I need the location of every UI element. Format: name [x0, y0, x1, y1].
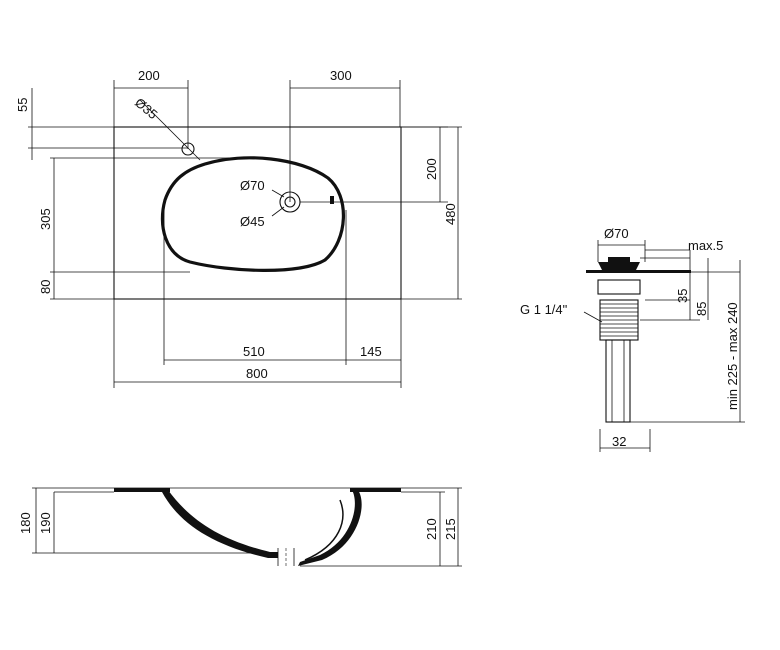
dim-800: 800 — [246, 366, 268, 381]
dim-210: 210 — [424, 518, 439, 540]
dim-180: 180 — [18, 512, 33, 534]
basin-outline — [160, 156, 346, 272]
countertop-outline — [113, 126, 402, 300]
top-view — [28, 80, 462, 388]
drain-cap-top — [608, 257, 630, 262]
dim-200-top: 200 — [138, 68, 160, 83]
dim-80: 80 — [38, 280, 53, 294]
basin-section-wall — [162, 490, 278, 558]
dim-300-top: 300 — [330, 68, 352, 83]
drain-flange — [586, 270, 691, 273]
drain-dim-d70: Ø70 — [604, 226, 629, 241]
dim-510: 510 — [243, 344, 265, 359]
left-rim — [114, 488, 170, 492]
right-rim — [350, 488, 401, 492]
drain-dim-35: 35 — [675, 289, 690, 303]
dim-d45: Ø45 — [240, 214, 265, 229]
drain-dim-height: min 225 - max 240 — [725, 302, 740, 410]
dim-190: 190 — [38, 512, 53, 534]
dim-200-right: 200 — [424, 158, 439, 180]
dim-d70: Ø70 — [240, 178, 265, 193]
dim-215: 215 — [443, 518, 458, 540]
drain-dim-max5: max.5 — [688, 238, 723, 253]
drain-cap — [598, 262, 640, 270]
drain-pipe — [605, 339, 631, 423]
dim-480: 480 — [443, 203, 458, 225]
dim-55: 55 — [15, 98, 30, 112]
drain-thread — [599, 299, 639, 341]
side-section-view — [32, 487, 462, 567]
dim-d35: Ø35 — [132, 95, 160, 122]
right-wall-section — [298, 490, 362, 566]
drain-dim-32: 32 — [612, 434, 626, 449]
dim-145: 145 — [360, 344, 382, 359]
drain-view — [583, 240, 745, 452]
overflow-mark — [330, 196, 334, 204]
dim-305: 305 — [38, 208, 53, 230]
overflow-channel — [304, 499, 344, 561]
drain-body — [597, 279, 641, 295]
drain-dim-thread: G 1 1/4" — [520, 302, 568, 317]
drain-dim-85: 85 — [694, 302, 709, 316]
